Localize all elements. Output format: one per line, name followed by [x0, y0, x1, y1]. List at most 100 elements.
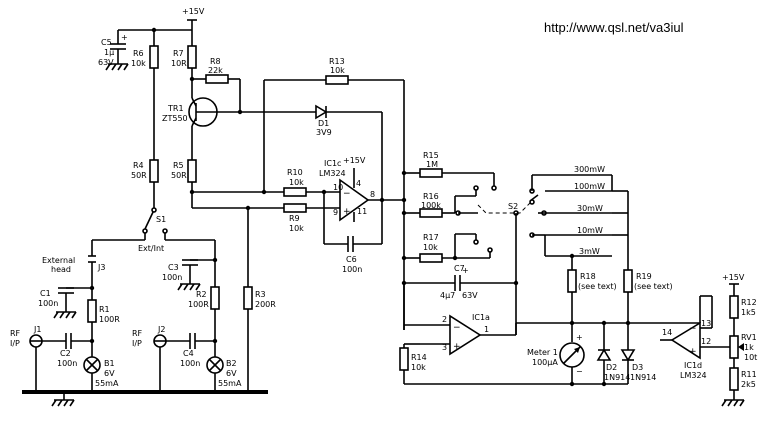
svg-text:300mW: 300mW — [574, 165, 605, 174]
svg-text:12: 12 — [701, 337, 711, 346]
svg-text:−: − — [343, 189, 351, 199]
capacitor-c2: C2 100n — [57, 333, 95, 368]
resistor-r17: R17 10k — [401, 233, 491, 263]
svg-text:100k: 100k — [421, 201, 441, 210]
svg-text:R9: R9 — [289, 214, 300, 223]
svg-text:+15V: +15V — [722, 273, 745, 282]
svg-text:10mW: 10mW — [577, 226, 603, 235]
svg-text:9: 9 — [333, 208, 338, 217]
svg-text:200R: 200R — [255, 300, 276, 309]
svg-text:8: 8 — [370, 190, 375, 199]
svg-text:1k: 1k — [744, 343, 754, 352]
svg-text:63V: 63V — [462, 291, 478, 300]
range-selector: 300mW 100mW 30mW 10mW 3mW — [531, 165, 629, 270]
capacitor-c5: + C5 1µ 63V — [98, 33, 129, 71]
svg-text:J3: J3 — [97, 263, 105, 272]
svg-text:R13: R13 — [329, 57, 345, 66]
resistor-r8: R8 22k — [189, 57, 241, 112]
svg-text:−: − — [453, 323, 461, 333]
svg-text:RF: RF — [132, 329, 143, 338]
lamp-b1: B1 6V 55mA — [83, 356, 119, 392]
svg-text:R7: R7 — [173, 49, 184, 58]
svg-text:RV1: RV1 — [741, 333, 757, 342]
capacitor-c7: + C7 4µ7 63V — [401, 264, 516, 300]
svg-text:C3: C3 — [168, 263, 179, 272]
capacitor-c1: C1 100n — [38, 285, 95, 319]
svg-text:+: + — [453, 342, 461, 352]
svg-text:Ext/Int: Ext/Int — [138, 244, 164, 253]
svg-text:S1: S1 — [156, 215, 166, 224]
svg-text:30mW: 30mW — [577, 204, 603, 213]
capacitor-c4: C4 100n — [180, 333, 218, 368]
rf-input-j1: RF I/P J1 — [10, 325, 66, 392]
resistor-r16: R16 100k — [401, 190, 477, 218]
svg-text:R14: R14 — [411, 353, 427, 362]
svg-text:4µ7: 4µ7 — [440, 291, 455, 300]
svg-text:LM324: LM324 — [680, 371, 707, 380]
svg-text:IC1c: IC1c — [324, 159, 341, 168]
resistor-r4: R4 50R — [131, 159, 159, 210]
rf-input-j2: RF I/P J2 — [132, 325, 190, 392]
resistor-r18: R18 (see text) — [567, 269, 617, 323]
resistor-r3: R3 200R — [243, 208, 276, 392]
diode-d2: D2 1N914 — [596, 323, 630, 387]
svg-text:R10: R10 — [287, 168, 303, 177]
svg-text:50R: 50R — [171, 171, 187, 180]
svg-text:100n: 100n — [180, 359, 200, 368]
supply-label: +15V — [182, 7, 205, 16]
svg-text:S2: S2 — [508, 202, 518, 211]
svg-text:14: 14 — [662, 328, 672, 337]
svg-text:I/P: I/P — [132, 339, 142, 348]
svg-text:(see text): (see text) — [578, 282, 617, 291]
resistor-r7: R7 10R — [171, 45, 197, 98]
svg-text:55mA: 55mA — [218, 379, 242, 388]
svg-text:13: 13 — [701, 319, 711, 328]
svg-text:2k5: 2k5 — [741, 380, 756, 389]
svg-text:R12: R12 — [741, 298, 757, 307]
svg-text:10: 10 — [333, 183, 343, 192]
svg-text:100n: 100n — [38, 299, 58, 308]
svg-text:+: + — [462, 266, 469, 275]
svg-text:100n: 100n — [57, 359, 77, 368]
svg-text:1µ: 1µ — [104, 48, 114, 57]
svg-text:C7: C7 — [454, 264, 465, 273]
svg-text:6V: 6V — [226, 369, 237, 378]
resistor-r12: +15V R12 1k5 — [722, 273, 757, 336]
switch-s2: S2 — [455, 185, 547, 283]
svg-text:10k: 10k — [423, 243, 438, 252]
resistor-r11: R11 2k5 — [721, 367, 757, 407]
connector-j3: External head J3 — [42, 255, 105, 300]
svg-text:I/P: I/P — [10, 339, 20, 348]
svg-text:10k: 10k — [411, 363, 426, 372]
svg-text:+: + — [121, 33, 128, 42]
svg-text:RF: RF — [10, 329, 21, 338]
potentiometer-rv1: RV1 1k 10t — [729, 333, 757, 368]
svg-text:100n: 100n — [162, 273, 182, 282]
svg-text:C5: C5 — [101, 38, 112, 47]
svg-text:External: External — [42, 256, 75, 265]
svg-text:1k5: 1k5 — [741, 308, 756, 317]
resistor-r14: R14 10k — [399, 343, 572, 385]
lamp-b2: B2 6V 55mA — [206, 356, 242, 392]
resistor-r15: R15 1M — [401, 151, 495, 186]
svg-text:10k: 10k — [131, 59, 146, 68]
svg-text:1: 1 — [484, 325, 489, 334]
svg-text:R8: R8 — [210, 57, 221, 66]
svg-text:J2: J2 — [157, 325, 165, 334]
svg-text:10t: 10t — [744, 353, 757, 362]
svg-text:R1: R1 — [99, 305, 110, 314]
svg-text:D2: D2 — [606, 363, 617, 372]
resistor-r1: R1 100R — [87, 299, 120, 357]
svg-text:(see text): (see text) — [634, 282, 673, 291]
resistor-r9: R9 10k — [192, 203, 340, 233]
svg-text:R5: R5 — [173, 161, 184, 170]
svg-text:11: 11 — [357, 207, 367, 216]
svg-text:R11: R11 — [741, 370, 757, 379]
svg-text:1N914: 1N914 — [630, 373, 656, 382]
svg-text:10k: 10k — [289, 224, 304, 233]
svg-text:R4: R4 — [133, 161, 144, 170]
svg-text:IC1a: IC1a — [472, 313, 490, 322]
svg-text:−: − — [576, 367, 583, 376]
svg-text:2: 2 — [442, 315, 447, 324]
